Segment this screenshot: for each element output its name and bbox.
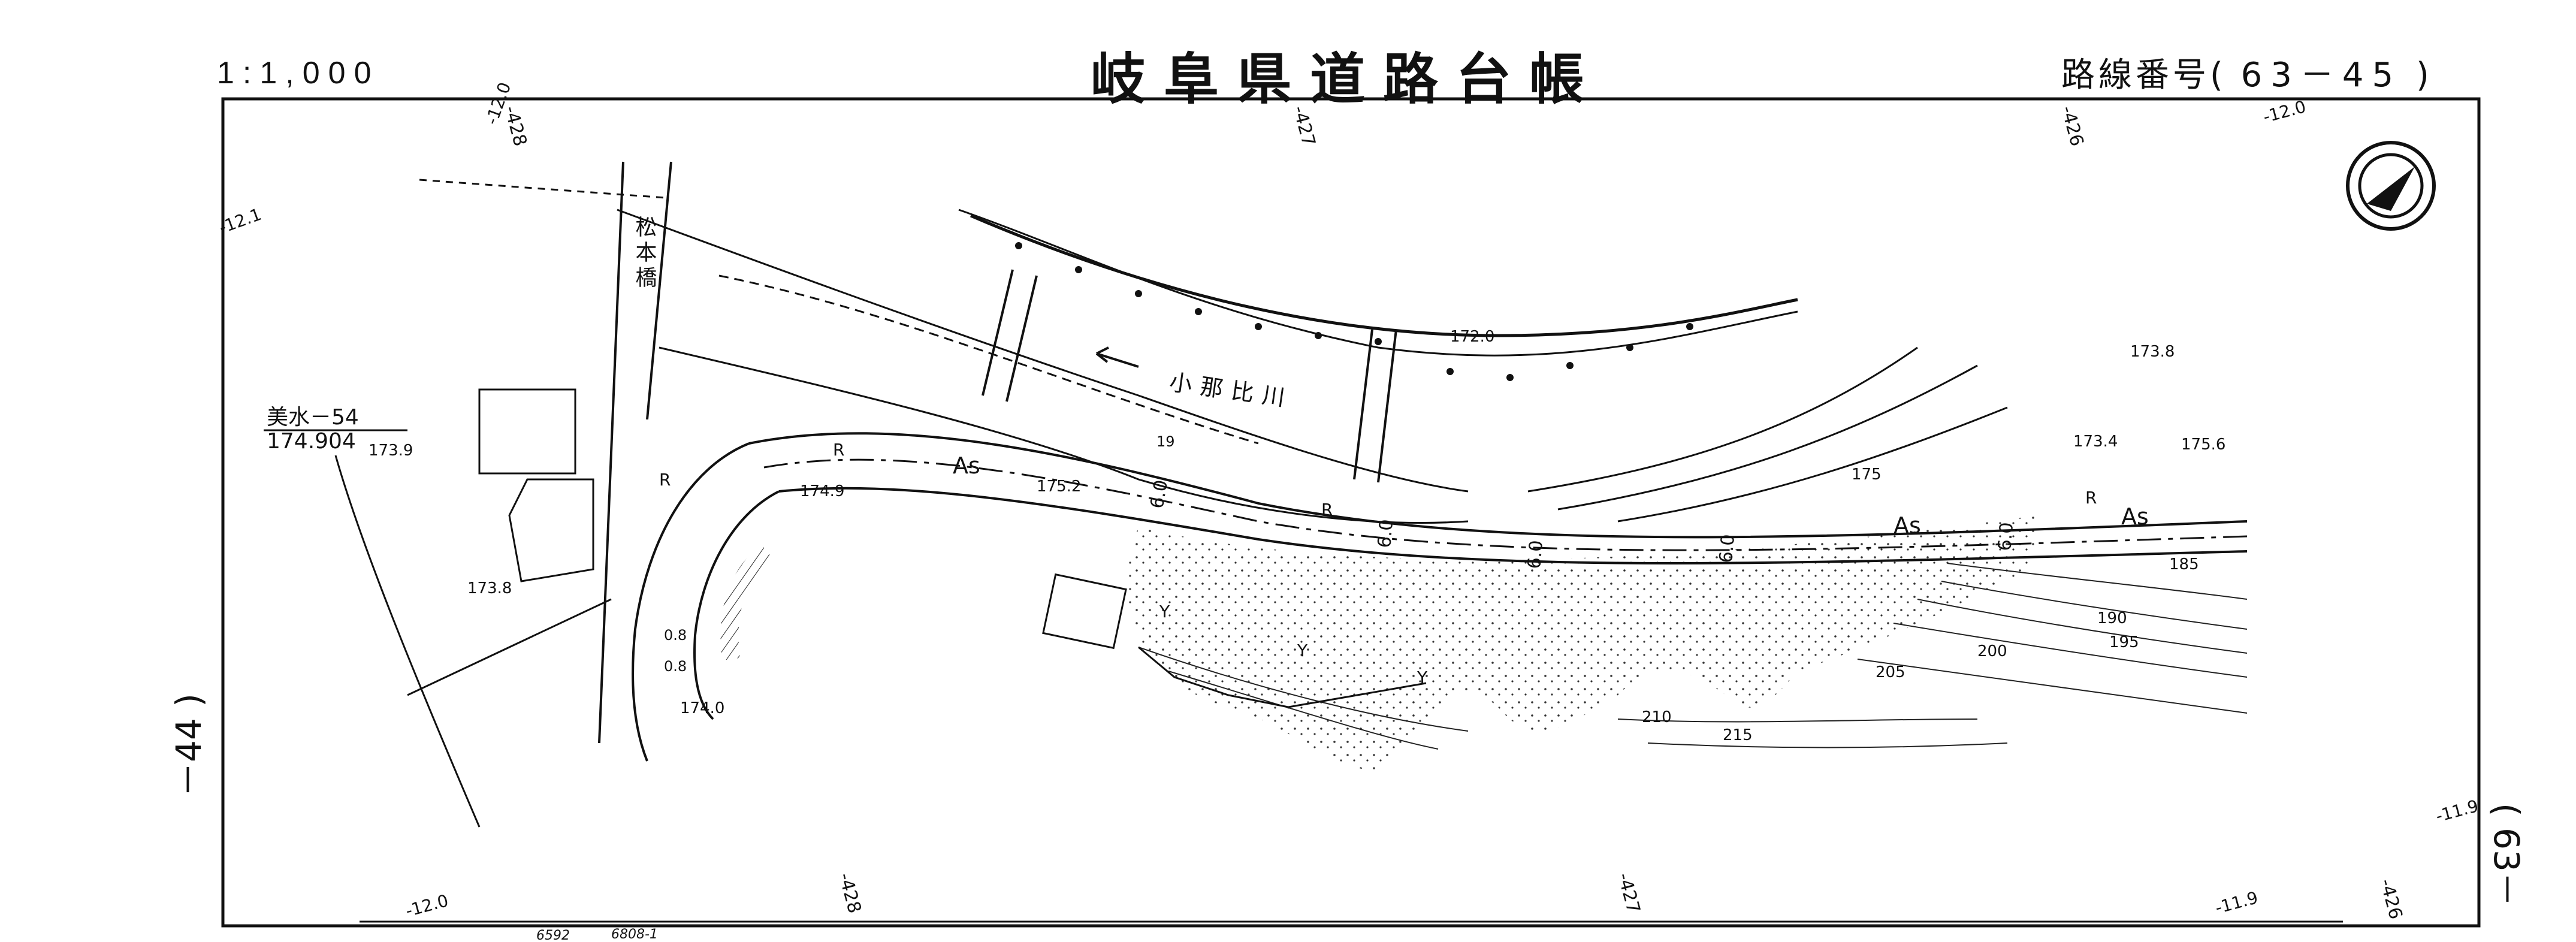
north-arrow-icon [2346, 141, 2436, 231]
contour-label: 210 [1642, 708, 1672, 726]
benchmark-elevation: 174.904 [267, 429, 356, 454]
map-title: 岐阜県道路台帳 [1091, 47, 1603, 111]
map-labels: 小那比川 松本橋 美水－54 174.904 As As As 6.0 6.0 … [216, 80, 2481, 942]
spot-elevation: 175.2 [1037, 478, 1081, 496]
route-number-value: 63－45 [2240, 56, 2402, 95]
offset-label: -12.0 [403, 890, 451, 921]
spot-elevation: 175.6 [2181, 436, 2225, 454]
slope-area [1127, 515, 2037, 773]
misc-number: 0.8 [664, 658, 687, 675]
spot-elevation: 173.8 [2130, 343, 2175, 361]
river [617, 209, 2008, 524]
spot-elevation: 172.0 [1450, 328, 1494, 346]
misc-number: 6808-1 [611, 927, 658, 942]
boundary-mark: Y [1159, 602, 1170, 621]
boundary-mark: Y [1297, 641, 1308, 660]
bridge-lines [598, 161, 1397, 744]
kilopost-bottom: -428 [834, 871, 865, 916]
road [632, 432, 2248, 762]
road-surface: As [1894, 512, 1921, 539]
left-parcels [334, 179, 666, 828]
spot-elevation: 173.4 [2073, 433, 2118, 451]
offset-label: -12.0 [2261, 96, 2308, 127]
misc-number: 6592 [536, 928, 570, 942]
spot-elevation: 174.0 [680, 699, 724, 717]
map-frame [221, 97, 2481, 928]
contour-label: 205 [1876, 663, 1905, 681]
spot-elevation: 175 [1852, 466, 1882, 484]
bridge-name: 松本橋 [632, 216, 657, 291]
boundary-mark: R [2085, 488, 2097, 508]
misc-number: 19 [1156, 433, 1175, 450]
boundary-mark: Y [1417, 668, 1428, 687]
road-surface: As [953, 452, 980, 479]
kilopost-top: -426 [2056, 104, 2087, 149]
route-close: ) [2416, 56, 2433, 95]
contour-label: 185 [2169, 555, 2199, 573]
kilopost-bottom: -426 [2375, 877, 2406, 922]
kilopost-top: -427 [1288, 104, 1319, 149]
kilopost-bottom: -427 [1613, 871, 1644, 916]
route-number: 路線番号( 63－45 ) [2061, 48, 2433, 96]
spot-elevation: 173.9 [369, 442, 413, 460]
misc-number: 0.8 [664, 627, 687, 644]
road-surface: As [2121, 503, 2149, 530]
river-dots [1015, 242, 1693, 381]
boundary-mark: R [1321, 500, 1333, 520]
map-scale: 1:1,000 [217, 56, 380, 90]
offset-label: -11.9 [2433, 796, 2481, 826]
contour-label: 190 [2097, 609, 2127, 627]
contour-label: 195 [2109, 633, 2139, 651]
benchmark-label: 美水－54 [267, 405, 359, 430]
road-width: 6.0 [1994, 521, 2018, 552]
boundary-mark: R [659, 470, 671, 490]
spot-elevation: 174.9 [800, 482, 844, 500]
contour-label: 215 [1723, 726, 1753, 744]
offset-label: -11.9 [2213, 887, 2260, 918]
contour-label: 200 [1977, 642, 2007, 660]
river-name: 小那比川 [1168, 369, 1295, 412]
road-width: 6.0 [1146, 478, 1172, 510]
spot-elevation: 173.8 [467, 579, 512, 597]
road-structure [1042, 573, 1427, 708]
boundary-mark: R [833, 440, 844, 460]
route-label: 路線番号( [2061, 56, 2227, 95]
road-width: 6.0 [1716, 533, 1739, 564]
contours [1138, 563, 2248, 750]
road-width: 6.0 [1374, 518, 1397, 549]
river-flow-arrow [1095, 346, 1139, 368]
road-width: 6.0 [1524, 539, 1547, 570]
